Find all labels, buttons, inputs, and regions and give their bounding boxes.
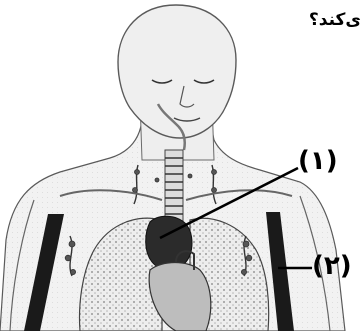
label-2: (۲) bbox=[312, 253, 352, 279]
head-outline bbox=[118, 5, 236, 138]
question-text-fragment: ی‌کند؟ bbox=[309, 10, 361, 30]
label-1: (۱) bbox=[298, 148, 338, 174]
